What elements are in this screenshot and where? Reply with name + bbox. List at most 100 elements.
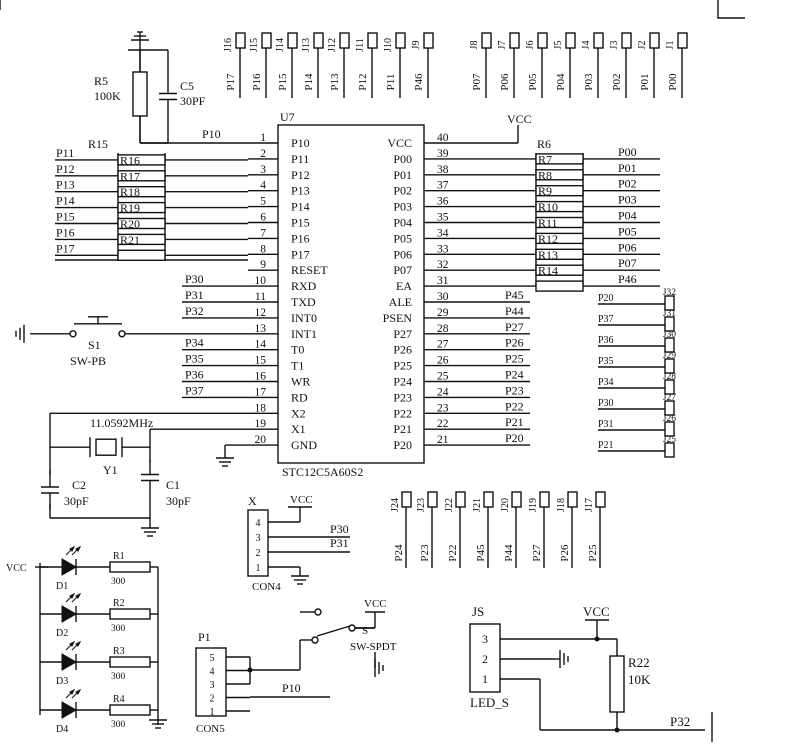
u7-left-pin-number: 20 [255,434,267,446]
led-diode-body [61,605,78,623]
con4-net-p31: P31 [330,536,349,550]
port2-net-label: P45 [505,288,524,302]
bottom-header-ref: J22 [444,498,455,512]
con4-pin-number: 2 [256,548,261,559]
top-header-net-label: P15 [277,73,289,91]
u7-left-pin-number: 8 [260,243,266,255]
port2-net-label: P20 [505,431,524,445]
pullup-resistor [117,233,166,246]
u7-right-pin-number: 38 [437,164,449,176]
top-header-net-label: P04 [555,73,567,91]
right-header-net-label: P20 [598,293,614,304]
u7-left-pin-name: X1 [291,422,306,436]
top-header-net-label: P06 [499,73,511,91]
con5-title: P1 [198,630,211,644]
u7-left-pin-number: 19 [255,418,267,430]
port2-net-label: P44 [505,304,524,318]
right-header-pin [664,295,675,311]
bottom-header-pin [483,491,494,508]
led-resistor-ref: R1 [113,551,125,562]
vcc-label: VCC [507,112,532,126]
bottom-header-ref: J17 [584,498,595,512]
port3-net-label: P34 [185,336,204,350]
port0-net-label: P04 [618,209,637,223]
led-arrow-head [69,688,76,695]
top-header-net-label: P46 [413,73,425,91]
pullup-resistor [117,185,166,198]
bottom-header-net-label: P23 [419,544,431,562]
led-resistor [109,704,151,716]
led-resistor-ref: R3 [113,646,125,657]
top-header-pin [235,32,246,49]
u7-right-pin-number: 28 [437,323,449,335]
u7-left-pin-number: 2 [260,148,266,160]
port2-net-label: P26 [505,336,524,350]
port0-net-label: P01 [618,161,637,175]
bottom-header-ref: J20 [500,498,511,512]
led-resistor-ref: R2 [113,598,125,609]
u7-right-pin-name: EA [396,279,412,293]
right-header-net-label: P21 [598,440,614,451]
u7-left-pin-number: 10 [255,275,267,287]
junction-dot [247,667,253,673]
spdt-contact [348,624,356,632]
p46-net-label: P46 [618,272,637,286]
u7-left-pin-number: 16 [255,371,267,383]
s1-ref: S1 [88,338,101,352]
u7-right-pin-name: P07 [393,263,412,277]
u7-left-pin-name: RD [291,390,308,404]
right-header-ref: J28 [663,372,676,382]
top-header-pin [261,32,272,49]
led-s-ref: LED_S [470,695,509,710]
u7-left-pin-name: P15 [291,216,310,230]
right-header-net-label: P36 [598,335,614,346]
port0-resistor [535,216,584,229]
u7-left-pin-number: 4 [260,180,266,192]
port0-net-label: P02 [618,177,637,191]
port0-resistor [535,200,584,213]
r5-ref: R5 [94,74,108,88]
u7-right-pin-name: P27 [393,327,412,341]
u7-right-pin-name: P25 [393,359,412,373]
u7-left-pin-name: T0 [291,343,304,357]
top-header-ref: J9 [411,41,422,50]
u7-left-pin-name: WR [291,375,310,389]
bottom-header-ref: J18 [556,498,567,512]
port2-net-label: P23 [505,383,524,397]
top-header-net-label: P03 [583,73,595,91]
bottom-header-pin [455,491,466,508]
u7-right-pin-number: 31 [437,275,449,287]
right-header-net-label: P37 [598,314,614,325]
port3-net-label: P37 [185,383,204,397]
c5-ref: C5 [180,79,194,93]
r22-ref: R22 [628,655,650,670]
bottom-header-pin [427,491,438,508]
led-diode-body [61,558,78,576]
top-header-net-label: P02 [611,73,623,90]
con4-body [247,509,269,577]
top-header-pin [313,32,324,49]
top-header-pin [339,32,350,49]
led-arrow-head [75,688,82,695]
led-resistor-value: 300 [111,577,126,587]
top-header-ref: J14 [275,38,286,52]
u7-right-pin-number: 32 [437,259,449,271]
s1-type: SW-PB [70,354,106,368]
u7-left-pin-number: 1 [260,132,266,144]
u7-right-pin-name: P21 [393,422,412,436]
u7-right-pin-name: P03 [393,200,412,214]
port0-net-label: P07 [618,256,637,270]
top-header-ref: J5 [553,41,564,50]
led-resistor [109,561,151,573]
u7-left-pin-number: 15 [255,355,267,367]
port0-resistor-ref: R9 [538,184,552,198]
con4-pin-number: 3 [256,533,261,544]
top-header-ref: J1 [665,41,676,50]
top-header-pin [367,32,378,49]
led-s-body [469,623,501,693]
led-s-pin-number: 3 [482,632,488,646]
junction-dot [594,636,600,642]
con5-pin-number: 3 [210,680,215,691]
port0-resistor [535,232,584,245]
